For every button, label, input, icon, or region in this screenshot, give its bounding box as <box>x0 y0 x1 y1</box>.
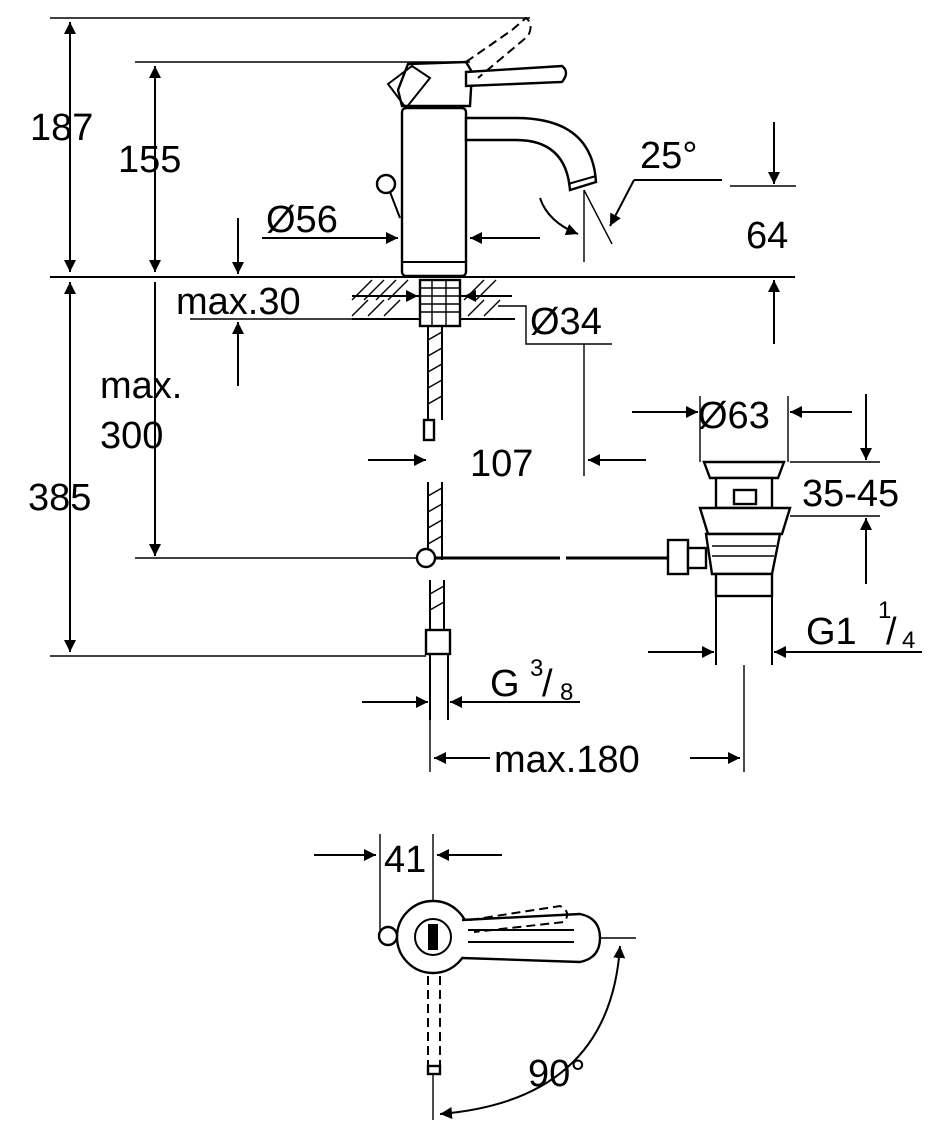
dimension-angle-25: 25° <box>539 135 722 245</box>
label-385: 385 <box>28 477 91 519</box>
dimension-max-30: max.30 <box>176 218 352 386</box>
label-g-numerator: 3 <box>530 655 543 682</box>
label-g: G <box>490 663 520 705</box>
spout <box>464 116 598 192</box>
side-elevation-view: 187 155 Ø56 25° 64 <box>28 16 922 781</box>
label-155: 155 <box>118 139 181 181</box>
waste-valve <box>666 460 792 665</box>
popup-rod <box>415 547 680 569</box>
popup-knob-top <box>377 925 399 947</box>
label-diameter-34: Ø34 <box>530 301 602 343</box>
fraction-slash: / <box>542 663 553 705</box>
label-max-30: max.30 <box>176 281 301 323</box>
label-max: max. <box>100 365 182 407</box>
dimension-41: 41 <box>314 834 502 930</box>
top-view: 41 90° <box>314 834 636 1120</box>
dimension-max-300: max. 300 <box>100 282 416 559</box>
label-g1-denominator: 4 <box>902 627 915 654</box>
dimension-g-3-8: G 3 / 8 <box>362 655 580 708</box>
mounting-shank <box>418 278 462 328</box>
dimension-35-45: 35-45 <box>790 394 899 584</box>
dimension-155: 155 <box>118 61 470 272</box>
label-diameter-56: Ø56 <box>266 199 338 241</box>
label-max-180: max.180 <box>494 739 640 781</box>
dimension-max-180: max.180 <box>429 665 745 781</box>
faucet-body <box>400 106 598 278</box>
label-187: 187 <box>30 107 93 149</box>
fraction-slash: / <box>886 611 897 653</box>
label-g-denominator: 8 <box>560 679 573 706</box>
lever-handle <box>386 16 568 110</box>
dimension-diameter-63: Ø63 <box>632 395 852 462</box>
dimension-angle-90: 90° <box>432 937 636 1120</box>
lever-top <box>461 912 602 964</box>
popup-knob <box>375 173 401 219</box>
label-angle-25: 25° <box>640 135 697 177</box>
supply-nut <box>424 628 452 656</box>
label-g1: G1 <box>806 611 857 653</box>
supply-hose <box>422 326 452 720</box>
label-g1-numerator: 1 <box>878 597 891 624</box>
dimension-385: 385 <box>28 282 426 657</box>
label-64: 64 <box>746 215 788 257</box>
label-41: 41 <box>384 839 426 881</box>
dimension-diameter-56: Ø56 <box>262 199 540 244</box>
dimension-g1-1-4: G1 1 / 4 <box>648 597 922 658</box>
label-angle-90: 90° <box>528 1053 585 1095</box>
label-107: 107 <box>470 443 533 485</box>
label-35-45: 35-45 <box>802 473 899 515</box>
dimension-187: 187 <box>30 17 530 272</box>
label-diameter-63: Ø63 <box>698 395 770 437</box>
dimension-64: 64 <box>583 122 796 344</box>
label-300: 300 <box>100 415 163 457</box>
dimension-107: 107 <box>368 344 646 485</box>
dimension-diameter-34: Ø34 <box>370 290 612 345</box>
